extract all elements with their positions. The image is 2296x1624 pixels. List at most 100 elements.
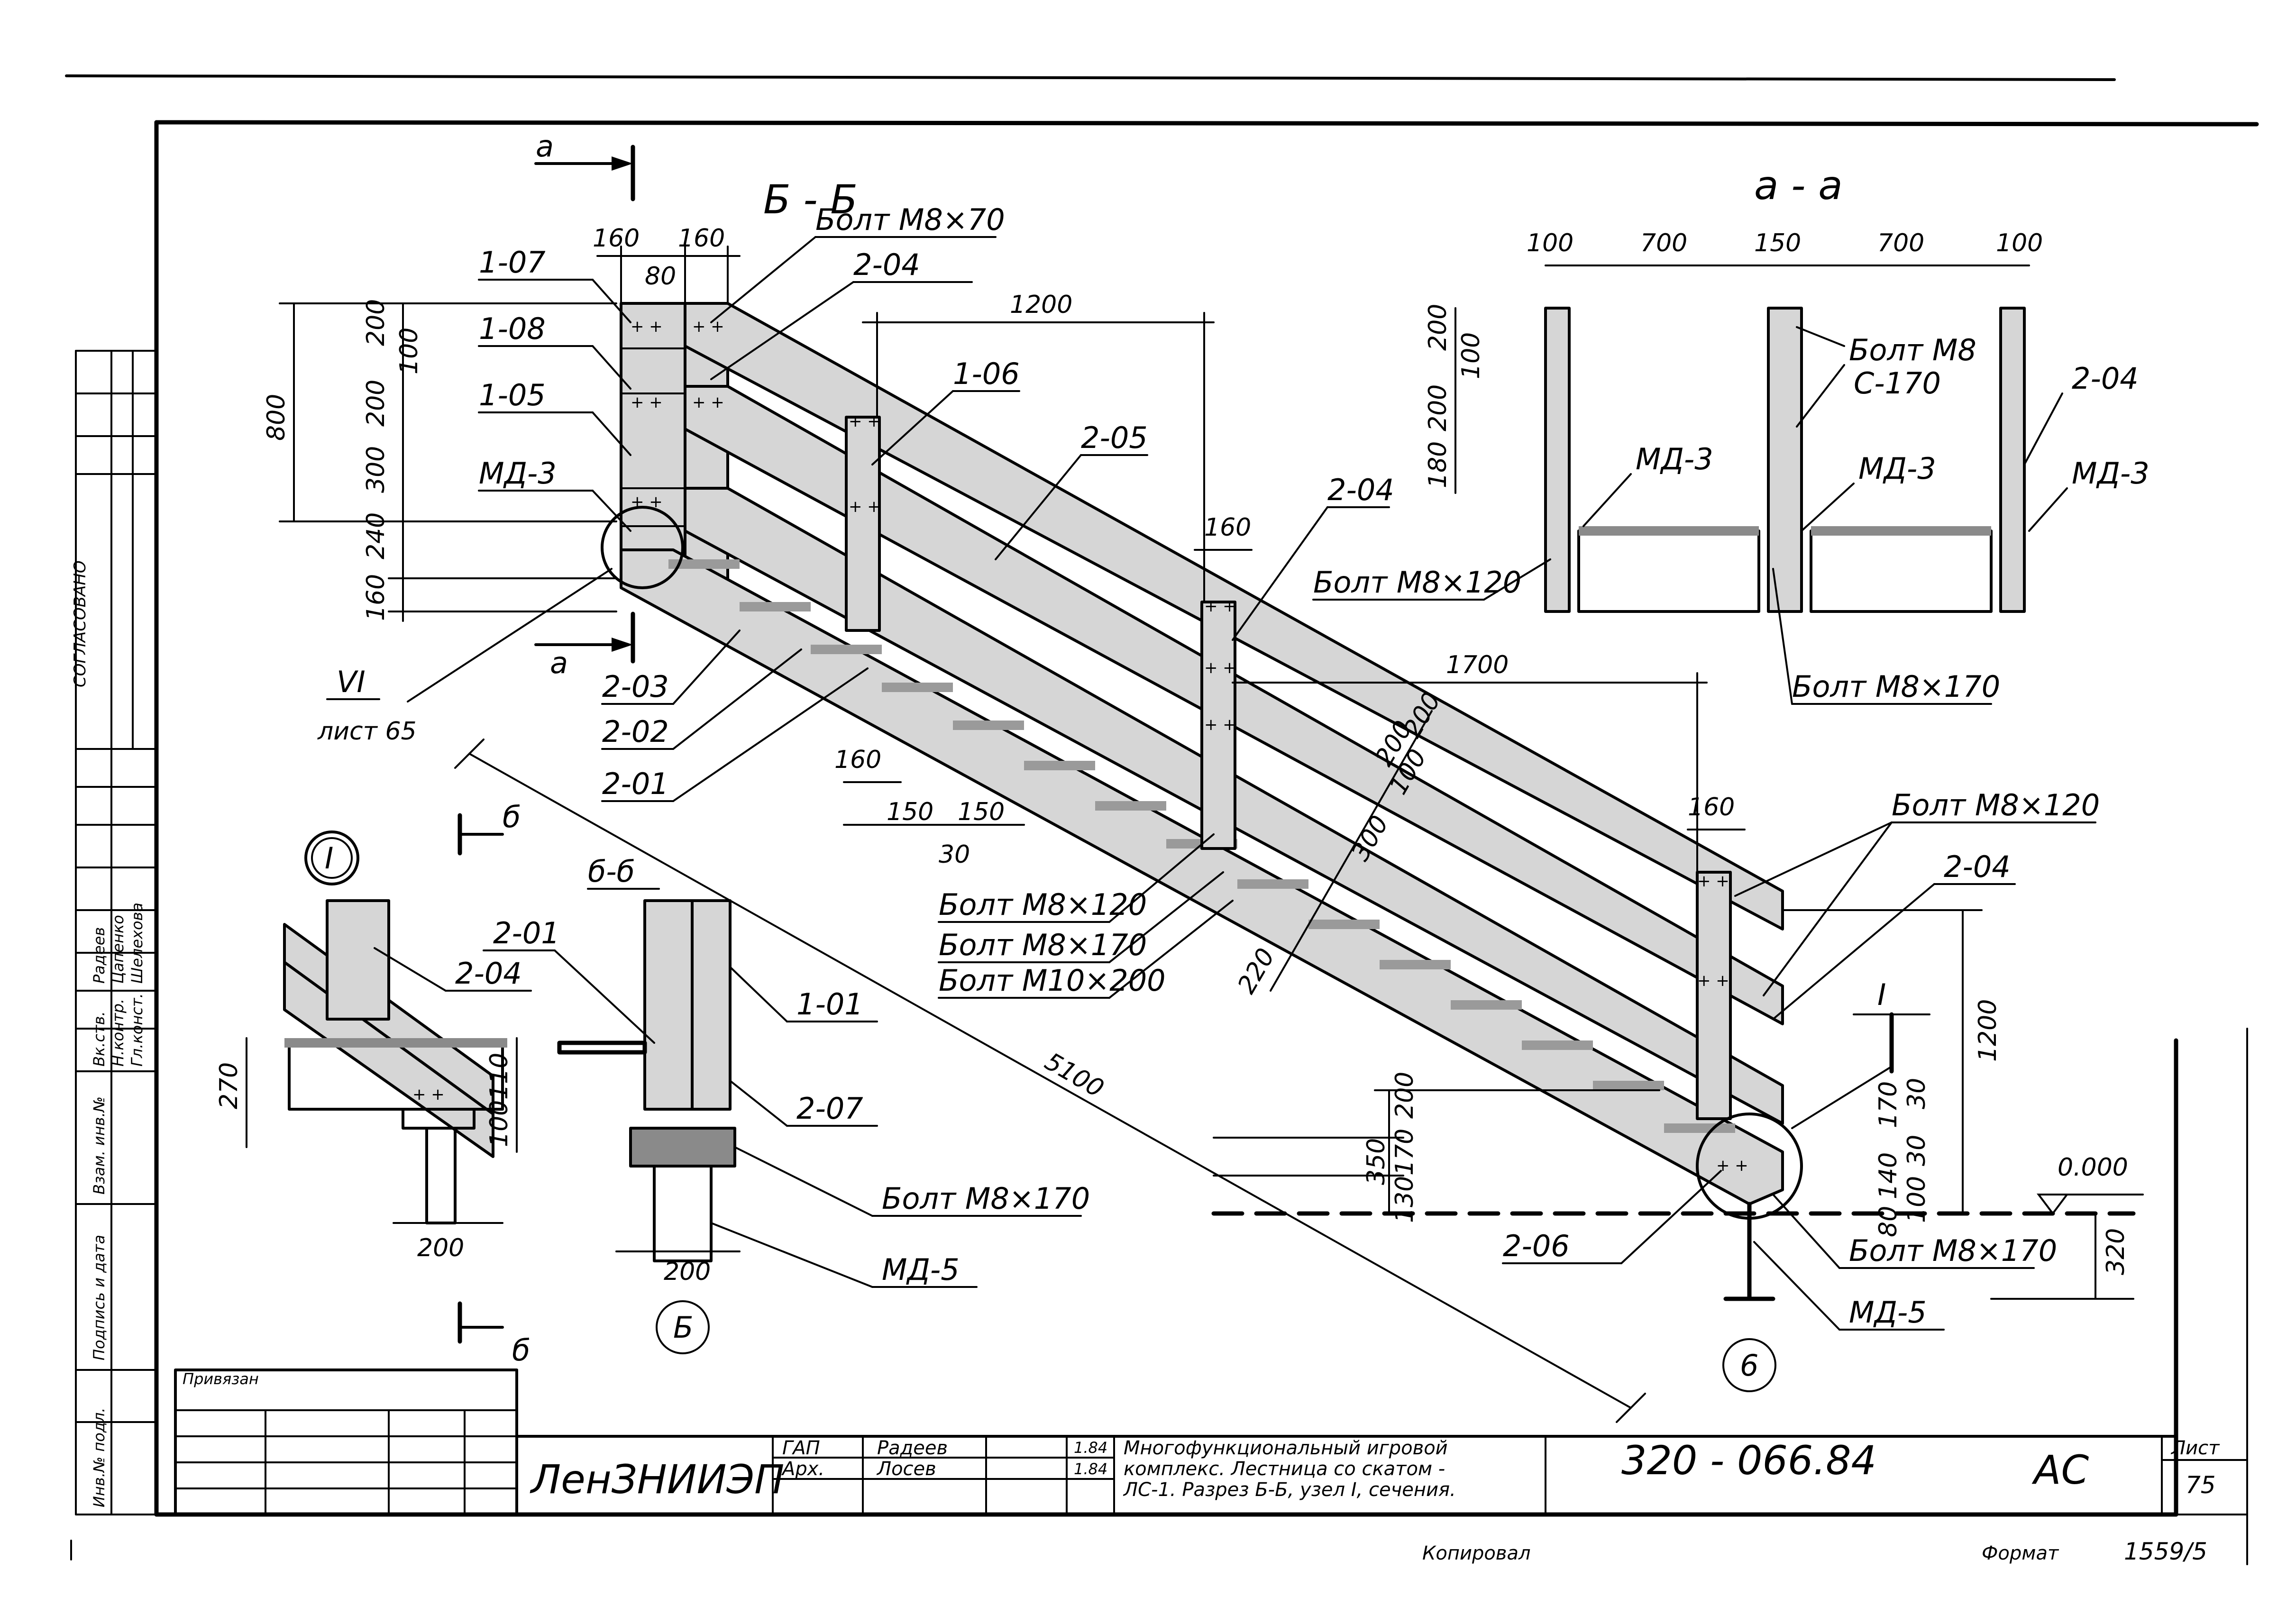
bolt-labels: Болт М8×70 Болт М8×120 Болт М8×170 Болт …	[710, 202, 2100, 1331]
svg-text:200: 200	[417, 1234, 464, 1262]
side-stamp-replace: Взам. инв.№	[90, 1096, 108, 1195]
name-gap: Радеев	[877, 1437, 948, 1459]
svg-text:300: 300	[362, 446, 390, 493]
svg-text:1200: 1200	[1974, 999, 2002, 1062]
svg-text:I: I	[1877, 977, 1886, 1012]
svg-text:2-02: 2-02	[602, 714, 669, 749]
svg-text:700: 700	[1640, 229, 1687, 257]
svg-text:+ +: + +	[849, 412, 881, 431]
svg-text:800: 800	[262, 394, 291, 441]
stage: АС	[2031, 1447, 2089, 1493]
svg-text:а: а	[550, 646, 568, 680]
organization: ЛенЗНИИЭП	[530, 1456, 784, 1503]
svg-text:240: 240	[362, 512, 390, 559]
member-labels: 1-07 1-08 1-05 МД-3 1-06 2-05 2-04 2-04 …	[478, 245, 2016, 1264]
svg-text:б: б	[512, 1333, 530, 1368]
svg-text:Болт М8×120: Болт М8×120	[939, 887, 1147, 922]
sheet-number: 75	[2186, 1471, 2216, 1499]
foot-axis-label: 6	[1740, 1348, 1758, 1383]
role-gap: ГАП	[782, 1437, 820, 1459]
svg-text:2-07: 2-07	[796, 1091, 863, 1126]
svg-text:170: 170	[1390, 1129, 1419, 1176]
svg-text:лист 65: лист 65	[317, 717, 417, 746]
svg-text:160: 160	[1204, 513, 1251, 542]
sign-role-1: Вк.ств.	[90, 1011, 108, 1067]
svg-text:МД-5: МД-5	[882, 1252, 960, 1287]
side-stamp-sign: Подпись и дата	[90, 1235, 108, 1360]
svg-text:150: 150	[887, 798, 933, 826]
cut-marker-a-top: а	[534, 129, 635, 201]
svg-text:С-170: С-170	[1854, 366, 1941, 401]
document-code: 320 - 066.84	[1621, 1437, 1876, 1484]
approved-label: СОГЛАСОВАНО	[71, 560, 90, 687]
dims-right-bottom: 1200 30 170 30 140 100 80 320 0.000	[1782, 909, 2144, 1300]
sheet-label: Лист	[2170, 1437, 2220, 1459]
svg-text:30: 30	[1903, 1135, 1931, 1166]
svg-text:VI: VI	[337, 665, 366, 699]
svg-text:220: 220	[1232, 944, 1281, 999]
ground-line	[1211, 1137, 2136, 1300]
svg-text:+ +: + +	[1697, 872, 1729, 891]
svg-text:100: 100	[395, 328, 423, 374]
svg-text:+ +: + +	[631, 317, 663, 336]
section-aa: а - а 100 700 150 700 100 200 100 200 18…	[1312, 162, 2150, 705]
svg-text:150: 150	[1754, 229, 1801, 257]
section-aa-title: а - а	[1754, 162, 1843, 209]
dims-top: 160 160 80	[593, 224, 741, 304]
svg-text:Болт М8×120: Болт М8×120	[1892, 788, 2100, 822]
sign-name-2: Цапенко	[109, 915, 127, 984]
svg-text:160: 160	[593, 224, 640, 253]
copied-label: Копировал	[1422, 1542, 1531, 1564]
svg-text:320: 320	[2102, 1228, 2130, 1275]
svg-text:+ +: + +	[1697, 971, 1729, 990]
svg-text:+ +: + +	[412, 1085, 445, 1104]
svg-text:МД-3: МД-3	[479, 456, 557, 491]
dims-left-bottom: 200 170 350 130	[1362, 1072, 1660, 1223]
svg-text:180: 180	[1424, 441, 1452, 488]
name-arch: Лосев	[876, 1458, 936, 1480]
section-bbsmall-axis: Б	[673, 1310, 694, 1345]
svg-text:80: 80	[1874, 1206, 1903, 1237]
bolt-marks: + + + + + + + + + + + + + + + + + + + + …	[631, 317, 1748, 1175]
svg-text:2-06: 2-06	[1503, 1229, 1570, 1263]
svg-text:МД-3: МД-3	[2072, 456, 2150, 491]
svg-text:+ +: + +	[1204, 597, 1236, 616]
svg-text:100: 100	[1527, 229, 1573, 257]
dim-post-160b: 160	[1687, 793, 1746, 830]
section-bb: Б - Б а а б	[262, 129, 2144, 1423]
svg-text:Болт М8×170: Болт М8×170	[1849, 1233, 2057, 1268]
svg-text:+ +: + +	[631, 493, 663, 511]
svg-text:+ +: + +	[1204, 658, 1236, 677]
svg-text:160: 160	[1688, 793, 1735, 821]
sign-name-1: Радеев	[90, 927, 108, 984]
svg-text:350: 350	[1362, 1138, 1390, 1185]
cut-marker-a-bottom: а	[534, 611, 635, 680]
svg-text:1-05: 1-05	[479, 378, 546, 412]
handwritten-number: 1559/5	[2124, 1538, 2207, 1565]
svg-text:1700: 1700	[1446, 651, 1509, 679]
svg-text:2-04: 2-04	[2072, 361, 2139, 396]
svg-text:270: 270	[215, 1062, 243, 1109]
svg-text:Болт М8×70: Болт М8×70	[815, 202, 1005, 237]
dim-post-160: 160	[1194, 513, 1253, 551]
svg-text:140: 140	[1874, 1152, 1903, 1199]
dims-left-height: 800 200 100 200 300 240 160	[262, 299, 617, 622]
node-i-label: I	[325, 841, 333, 876]
svg-text:30: 30	[939, 840, 970, 869]
title-line-2: комплекс. Лестница со скатом -	[1124, 1458, 1445, 1480]
date-arch: 1.84	[1074, 1460, 1107, 1478]
title-line-1: Многофункциональный игровой	[1124, 1437, 1448, 1459]
svg-text:Болт М8×170: Болт М8×170	[882, 1181, 1090, 1216]
section-bb-title: Б - Б	[763, 176, 858, 223]
svg-text:Болт М8: Болт М8	[1849, 333, 1976, 367]
svg-text:МД-3: МД-3	[1858, 451, 1936, 486]
svg-text:МД-5: МД-5	[1849, 1295, 1927, 1330]
sign-role-2: Н.контр.	[109, 999, 127, 1067]
node-circle-i: I	[1696, 977, 1930, 1220]
axis-marker-b: б	[457, 800, 521, 856]
svg-text:2-04: 2-04	[853, 247, 920, 282]
svg-text:100: 100	[1457, 332, 1485, 379]
svg-text:1-06: 1-06	[953, 356, 1020, 391]
svg-text:Болт М8×120: Болт М8×120	[1313, 565, 1521, 600]
